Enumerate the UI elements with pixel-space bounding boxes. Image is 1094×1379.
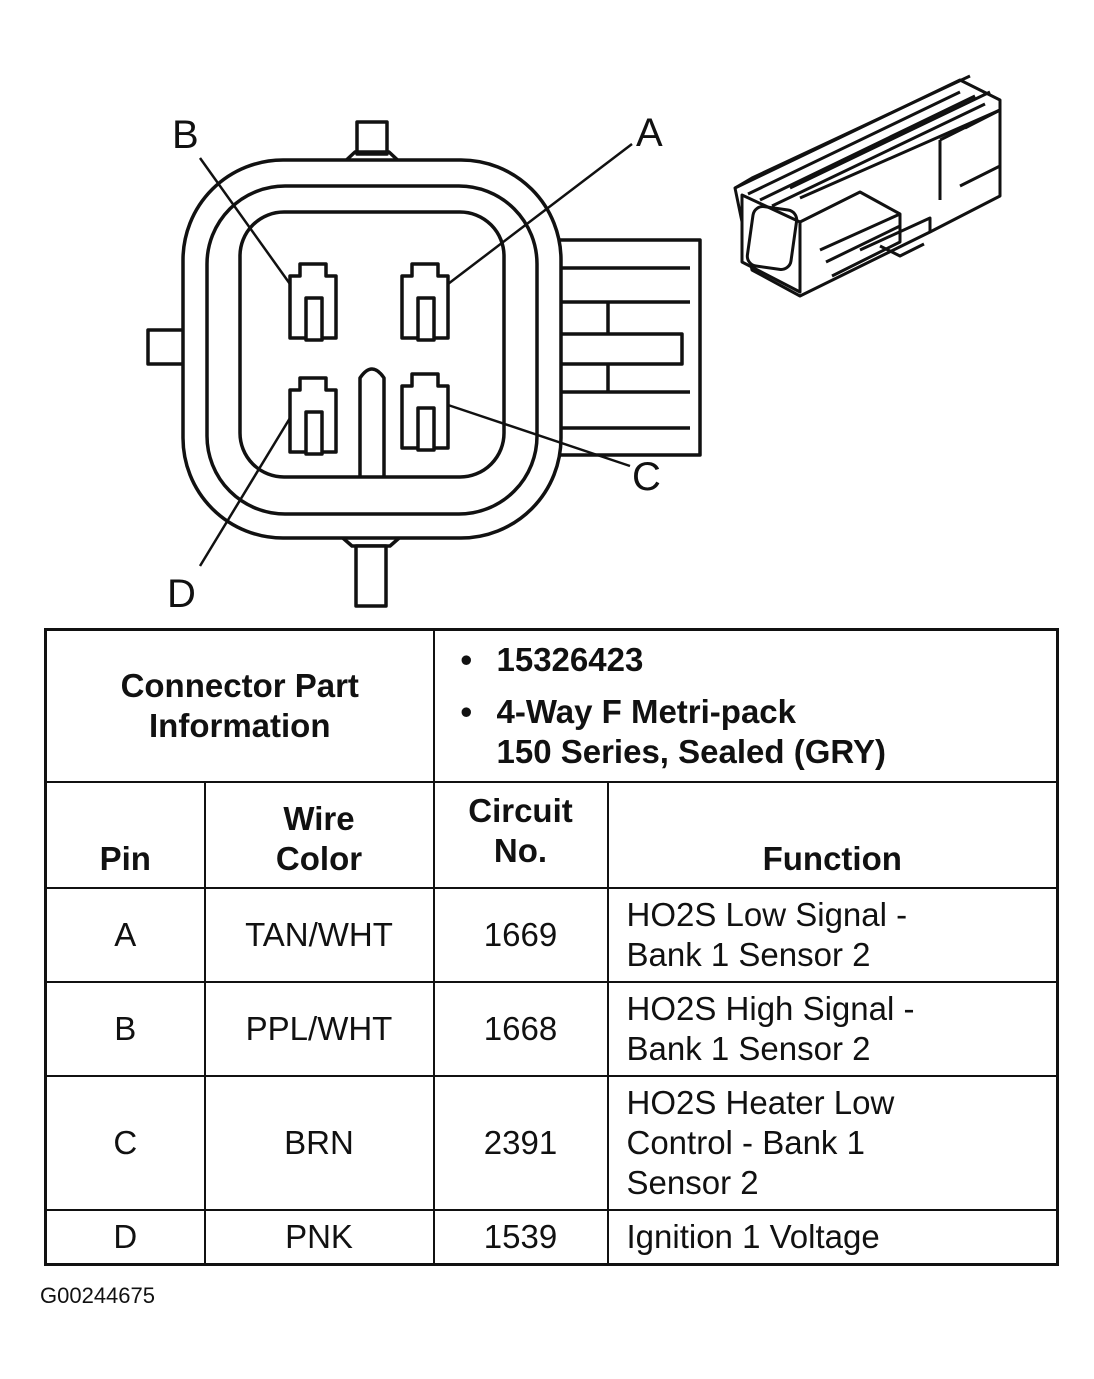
cell-function: Ignition 1 Voltage [606,1209,1059,1265]
pin-cavity-b [288,262,338,342]
cell-function: HO2S Low Signal -Bank 1 Sensor 2 [606,887,1059,983]
part-info-label-line1: Connector Part [120,667,359,704]
cell-wire-color: TAN/WHT [203,887,435,983]
part-info-label-line2: Information [149,707,331,744]
pin-label-b: B [172,113,199,157]
bullet-icon: • [460,693,473,730]
cell-pin: C [44,1075,206,1211]
cell-circuit: 1669 [432,887,609,983]
table-row: B PPL/WHT 1668 HO2S High Signal -Bank 1 … [44,981,1059,1077]
connector-3d-illustration [733,74,1002,298]
connector-body-middle [205,184,539,516]
leader-line-a [447,143,633,285]
pin-cavity-a [400,262,450,342]
cell-wire-color: PPL/WHT [203,981,435,1077]
cell-function: HO2S High Signal -Bank 1 Sensor 2 [606,981,1059,1077]
cell-wire-color: BRN [203,1075,435,1211]
connector-right-latch [548,238,702,457]
leader-line-b [198,157,292,285]
connector-bottom-tab [334,530,408,608]
connector-body-outer [181,158,563,540]
connector-left-tab [146,328,186,366]
table-row: D PNK 1539 Ignition 1 Voltage [44,1209,1059,1265]
cell-circuit: 1668 [432,981,609,1077]
cell-wire-color: PNK [203,1209,435,1265]
description-line1: 4-Way F Metri-pack [496,693,797,730]
leader-line-d [198,417,292,567]
connector-body-inner [238,210,506,479]
cell-pin: A [44,887,206,983]
cell-circuit: 2391 [432,1075,609,1211]
bullet-icon: • [460,641,473,678]
figure-id: G00244675 [40,1283,155,1308]
leader-line-c [447,403,631,468]
connector-diagram: B A C D [146,74,1002,616]
part-number: 15326423 [496,641,644,678]
cell-pin: B [44,981,206,1077]
description-line2: 150 Series, Sealed (GRY) [496,733,886,770]
center-divider [358,367,386,477]
connector-info-table: Connector Part Information • 15326423 • 4-… [44,628,1060,1266]
header-function: Function [606,781,1059,889]
cell-pin: D [44,1209,206,1265]
header-pin: Pin [44,781,206,889]
pin-cavity-d [288,376,338,456]
pin-cavity-c [400,372,450,452]
cell-circuit: 1539 [432,1209,609,1265]
pin-label-a: A [636,111,663,155]
part-info-values: • 15326423 • 4-Way F Metri-pack 150 Series… [432,628,1059,783]
part-info-label: Connector Part Information [44,628,435,783]
pin-label-c: C [632,455,661,499]
table-row: A TAN/WHT 1669 HO2S Low Signal -Bank 1 S… [44,887,1059,983]
pin-label-d: D [167,572,196,616]
part-info-row: Connector Part Information • 15326423 • 4-… [44,628,1059,783]
